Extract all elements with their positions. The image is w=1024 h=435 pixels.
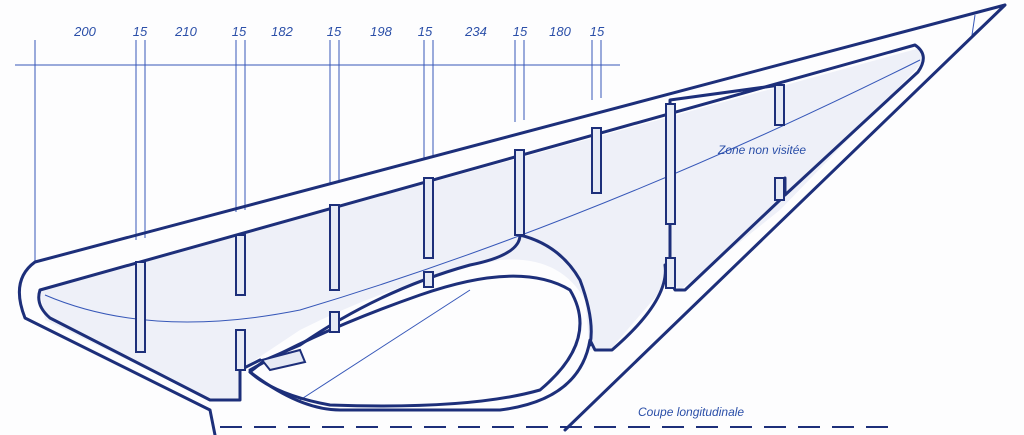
dimension-label: 210 bbox=[174, 24, 197, 39]
inner-hull bbox=[37, 43, 925, 402]
central-island bbox=[248, 233, 667, 412]
zone-label: Zone non visitée bbox=[717, 143, 806, 157]
partition-walls bbox=[135, 84, 785, 372]
dimension-label: 234 bbox=[464, 24, 487, 39]
island-inner bbox=[248, 274, 582, 408]
dimension-ticks bbox=[135, 40, 602, 240]
dimension-label: 15 bbox=[418, 24, 433, 39]
dimension-label: 15 bbox=[590, 24, 605, 39]
dimension-label: 180 bbox=[549, 24, 571, 39]
dimension-label: 15 bbox=[232, 24, 247, 39]
dimension-label: 198 bbox=[370, 24, 392, 39]
dimension-label: 15 bbox=[513, 24, 528, 39]
outer-hull bbox=[17, 3, 1007, 435]
dimension-label: 200 bbox=[73, 24, 96, 39]
dimension-label: 182 bbox=[271, 24, 293, 39]
interior-shading bbox=[40, 48, 925, 400]
dimension-label: 15 bbox=[327, 24, 342, 39]
pencil-line bbox=[299, 289, 471, 401]
section-title: Coupe longitudinale bbox=[638, 405, 744, 419]
dimension-label: 15 bbox=[133, 24, 148, 39]
